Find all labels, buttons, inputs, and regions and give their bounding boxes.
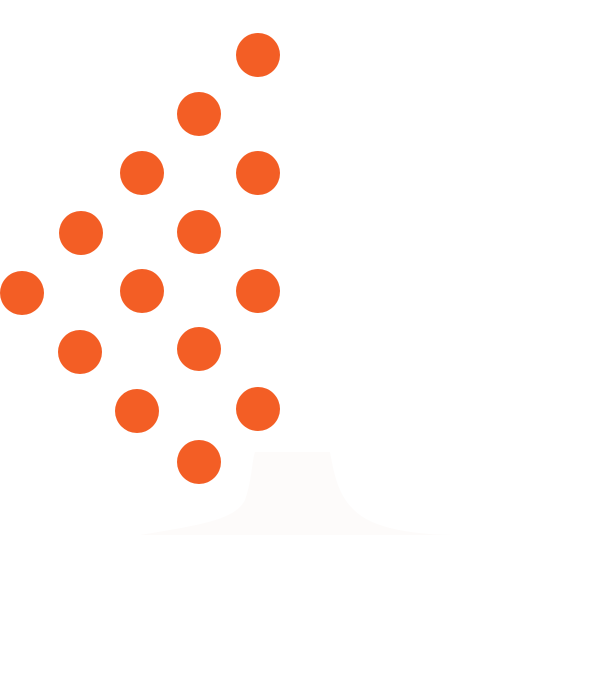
orange-dot bbox=[177, 327, 221, 371]
orange-dot bbox=[58, 330, 102, 374]
orange-dot bbox=[236, 151, 280, 195]
orange-dot bbox=[120, 151, 164, 195]
orange-dot bbox=[236, 33, 280, 77]
orange-dot bbox=[236, 387, 280, 431]
orange-dot bbox=[120, 269, 164, 313]
orange-dot bbox=[177, 210, 221, 254]
orange-dot bbox=[177, 92, 221, 136]
orange-dot bbox=[115, 389, 159, 433]
orange-dot bbox=[177, 440, 221, 484]
orange-dot bbox=[0, 271, 44, 315]
orange-dot bbox=[59, 211, 103, 255]
orange-dot bbox=[236, 269, 280, 313]
